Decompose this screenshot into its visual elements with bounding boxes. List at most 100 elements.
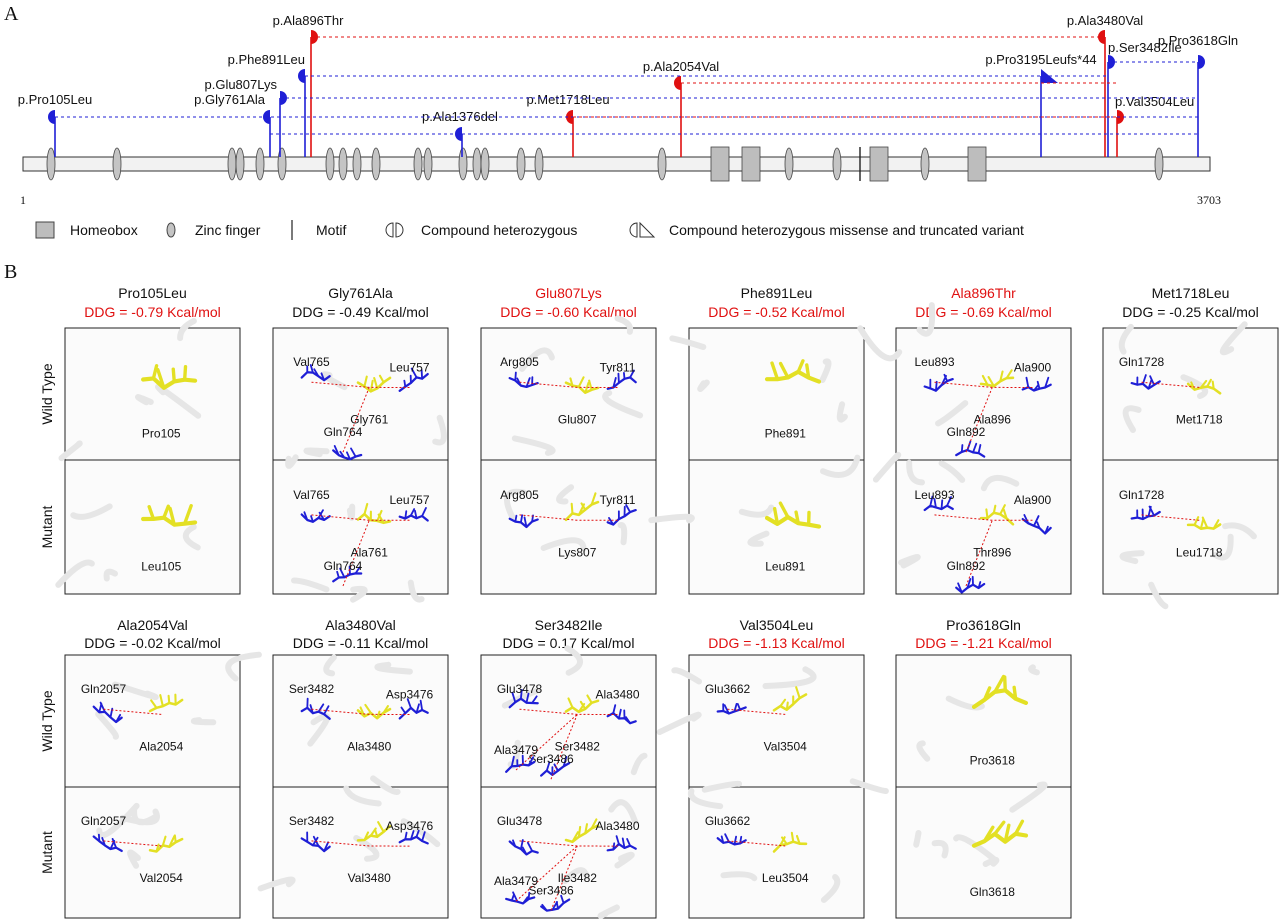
blue-residue [519, 839, 524, 850]
variant-label: p.Ala2054Val [643, 59, 719, 74]
neighbor-residue-label: Val765 [293, 355, 330, 369]
blue-residue [303, 511, 309, 521]
cartoon-ribbon [820, 454, 861, 478]
blue-residue [519, 688, 523, 700]
cartoon-ribbon [564, 645, 583, 676]
neighbor-residue-label: Ser3482 [289, 682, 335, 696]
yellow-residue [985, 508, 989, 520]
blue-residue [1148, 505, 1156, 517]
structure-frame [688, 327, 865, 595]
residue-label: Val3480 [348, 871, 391, 885]
neighbor-residue-label: Ala3479 [494, 874, 538, 888]
cartoon-ribbon [913, 830, 922, 848]
blue-residue [720, 835, 725, 844]
cartoon-ribbon [291, 577, 330, 593]
blue-residue [333, 444, 340, 457]
neighbor-residue-label: Gln892 [947, 425, 986, 439]
cartoon-ribbon [511, 435, 556, 456]
cartoon-ribbon [58, 440, 83, 462]
cartoon-ribbon [556, 484, 575, 505]
blue-residue [415, 829, 420, 838]
cartoon-ribbon [374, 661, 413, 675]
cartoon-ribbon [747, 530, 770, 547]
neighbor-residue-label: Gln764 [324, 559, 363, 573]
yellow-residue [1212, 519, 1220, 530]
blue-residue [929, 495, 934, 507]
yellow-residue [993, 674, 1006, 694]
blue-residue [339, 450, 346, 459]
blue-residue [313, 368, 320, 378]
cartoon-ribbon [323, 654, 337, 677]
blue-residue [323, 841, 330, 853]
blue-residue [527, 756, 535, 767]
yellow-residue [377, 821, 385, 833]
cartoon-ribbon [519, 347, 555, 372]
residue-label: Glu807 [558, 412, 597, 426]
yellow-residue [1002, 508, 1008, 520]
cartoon-ribbon [112, 681, 159, 701]
blue-residue [404, 510, 408, 520]
blue-residue [943, 373, 949, 383]
cartoon-ribbon [346, 503, 356, 521]
blue-residue [966, 440, 972, 452]
blue-residue [398, 835, 429, 845]
blue-residue [339, 567, 346, 579]
cartoon-ribbon [1119, 550, 1145, 565]
neighbor-residue-label: Tyr811 [600, 493, 636, 507]
blue-residue [621, 837, 626, 849]
cartoon-ribbon [55, 559, 95, 588]
neighbor-residue-label: Ala3480 [595, 819, 639, 833]
neighbor-residue-label: Arg805 [500, 488, 539, 502]
blue-residue [419, 699, 424, 711]
cartoon-ribbon [597, 904, 620, 919]
blue-residue [1025, 376, 1030, 389]
blue-residue [1032, 515, 1040, 527]
yellow-residue [999, 504, 1006, 516]
yellow-residue [356, 376, 392, 393]
cartoon-ribbon [370, 775, 401, 796]
cartoon-ribbon [669, 335, 707, 350]
structure-frame [1102, 327, 1279, 595]
cartoon-ribbon [190, 717, 217, 726]
cartoon-ribbon [614, 315, 634, 335]
zinc-finger-icon [472, 147, 482, 181]
blue-residue [966, 578, 972, 589]
yellow-residue [577, 825, 582, 838]
blue-residue [115, 713, 122, 723]
neighbor-residue-label: Gln1728 [1119, 488, 1165, 502]
blue-residue [354, 566, 361, 575]
blue-residue [612, 377, 617, 389]
legend-homeobox-label: Homeobox [70, 222, 138, 238]
protein-bar [22, 156, 1211, 172]
homeobox-box [710, 146, 730, 182]
cartoon-ribbon [906, 459, 925, 486]
blue-residue [933, 498, 937, 509]
blue-residue [519, 514, 524, 524]
row-label-wild-type: Wild Type [39, 363, 55, 424]
cartoon-ribbon [350, 585, 368, 603]
cartoon-ribbon [738, 504, 775, 518]
protein-start-label: 1 [20, 193, 26, 207]
neighbor-residue-label: Gln1728 [1119, 355, 1165, 369]
blue-residue [1130, 380, 1161, 390]
panel-a-letter: A [4, 3, 19, 25]
residue-label: Met1718 [1176, 412, 1223, 426]
blue-residue [560, 894, 565, 904]
residue-label: Leu1718 [1176, 545, 1223, 559]
yellow-residue [579, 700, 587, 711]
yellow-residue [796, 359, 805, 374]
cartoon-ribbon [931, 839, 949, 859]
yellow-residue [363, 831, 370, 842]
zinc-finger-icon [534, 147, 544, 181]
blue-residue [508, 376, 539, 389]
cartoon-ribbon [432, 414, 447, 446]
blue-residue [562, 755, 568, 768]
zinc-finger-icon [46, 147, 56, 181]
yellow-residue [586, 694, 593, 704]
